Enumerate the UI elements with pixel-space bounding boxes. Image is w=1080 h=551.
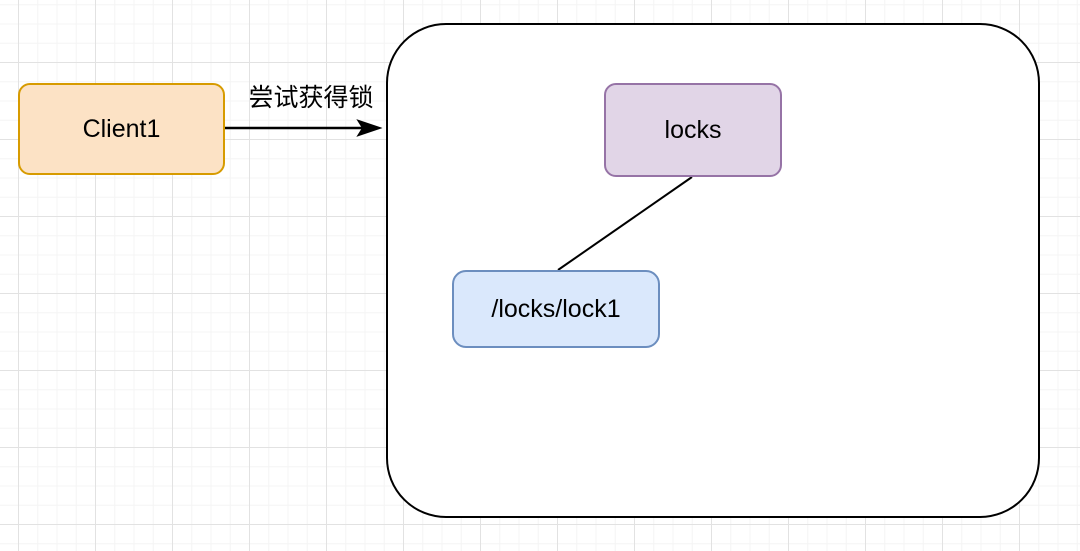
client1-node-label: Client1: [82, 114, 161, 143]
lock1-node-label: /locks/lock1: [491, 294, 621, 323]
lock1-node: /locks/lock1: [452, 270, 660, 348]
locks-node-label: locks: [664, 115, 722, 144]
client1-node: Client1: [18, 83, 225, 175]
acquire-lock-arrow-head: [356, 119, 383, 137]
acquire-lock-arrow-label: 尝试获得锁: [248, 84, 374, 112]
locks-node: locks: [604, 83, 782, 177]
